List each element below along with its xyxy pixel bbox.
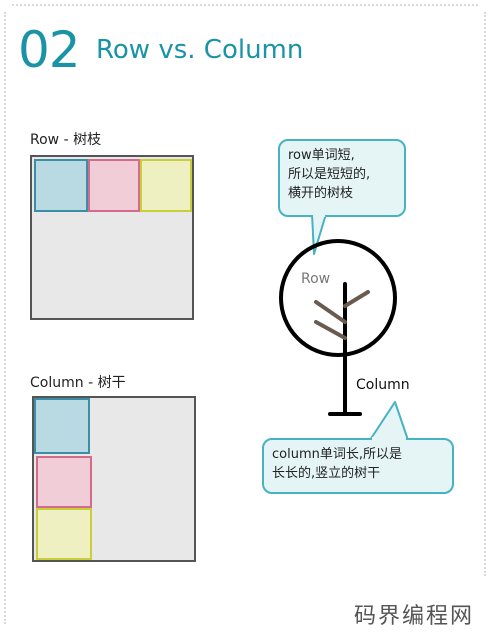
column-cell-pink	[36, 456, 92, 508]
branch-upper-right	[343, 290, 370, 308]
tree-column-label: Column	[356, 377, 410, 393]
row-cell-pink	[88, 159, 140, 212]
column-section-label: Column - 树干	[30, 375, 126, 391]
row-layout-grid	[30, 155, 194, 320]
column-explanation-bubble: column单词长,所以是 长长的,竖立的树干	[262, 438, 454, 494]
column-bubble-line-1: column单词长,所以是	[272, 447, 402, 462]
dotted-border-left	[4, 12, 6, 624]
row-bubble-line-2: 所以是短短的,	[288, 167, 371, 182]
row-section-label: Row - 树枝	[30, 132, 102, 148]
dotted-border-right	[484, 12, 486, 576]
row-explanation-bubble: row单词短, 所以是短短的, 横开的树枝	[278, 139, 406, 217]
page-title: Row vs. Column	[96, 35, 304, 65]
tree-row-label: Row	[301, 271, 331, 287]
row-bubble-line-1: row单词短,	[288, 148, 355, 163]
column-cell-blue	[34, 398, 90, 454]
row-bubble-tail-joint	[313, 214, 325, 217]
column-layout-grid	[32, 396, 196, 562]
dotted-border-top	[12, 4, 478, 6]
row-cell-blue	[34, 159, 88, 212]
column-cell-yellow	[36, 508, 92, 560]
watermark-logo: 码界编程网	[353, 604, 474, 629]
branch-left-bottom	[314, 320, 347, 340]
tree-crown	[279, 239, 397, 357]
column-bubble-tail-joint	[372, 437, 406, 440]
section-number: 02	[18, 21, 81, 79]
branch-left-top	[314, 300, 347, 324]
row-cell-yellow	[140, 159, 192, 212]
row-bubble-line-3: 横开的树枝	[288, 186, 354, 201]
column-bubble-tail	[369, 401, 409, 441]
column-bubble-line-2: 长长的,竖立的树干	[272, 466, 381, 481]
